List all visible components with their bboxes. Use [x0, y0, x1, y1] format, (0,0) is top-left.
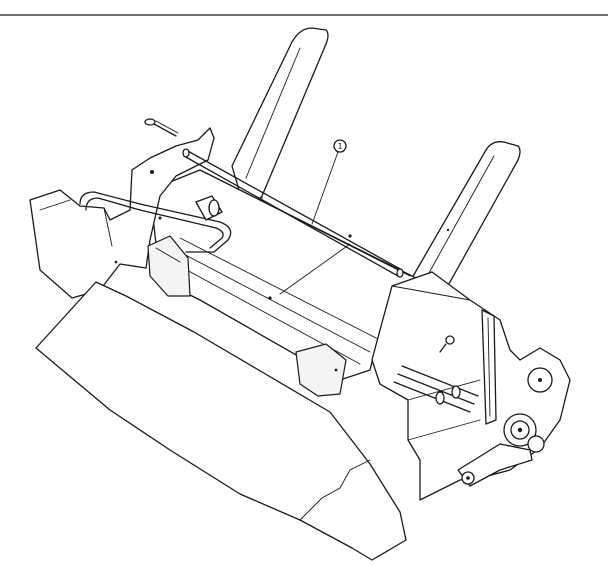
left-bracket	[147, 235, 191, 297]
chassis-base	[149, 169, 421, 381]
paper-sheet	[35, 281, 407, 561]
right-screw	[439, 335, 455, 353]
callout-label: 1	[337, 142, 342, 151]
detail-marks	[268, 234, 352, 300]
center-bracket	[295, 343, 347, 397]
lever-link	[457, 443, 533, 487]
shaft-collar	[195, 195, 223, 221]
bail-wire	[79, 191, 232, 253]
feed-rollers	[393, 365, 479, 413]
main-shaft	[182, 148, 404, 278]
left-side-plate	[29, 127, 215, 299]
callout-1: 1	[311, 139, 347, 225]
right-paper-guide	[411, 141, 521, 301]
left-paper-guide	[231, 27, 329, 215]
gear-cluster	[503, 367, 553, 453]
screw	[144, 118, 179, 137]
slotted-arm	[481, 309, 497, 425]
